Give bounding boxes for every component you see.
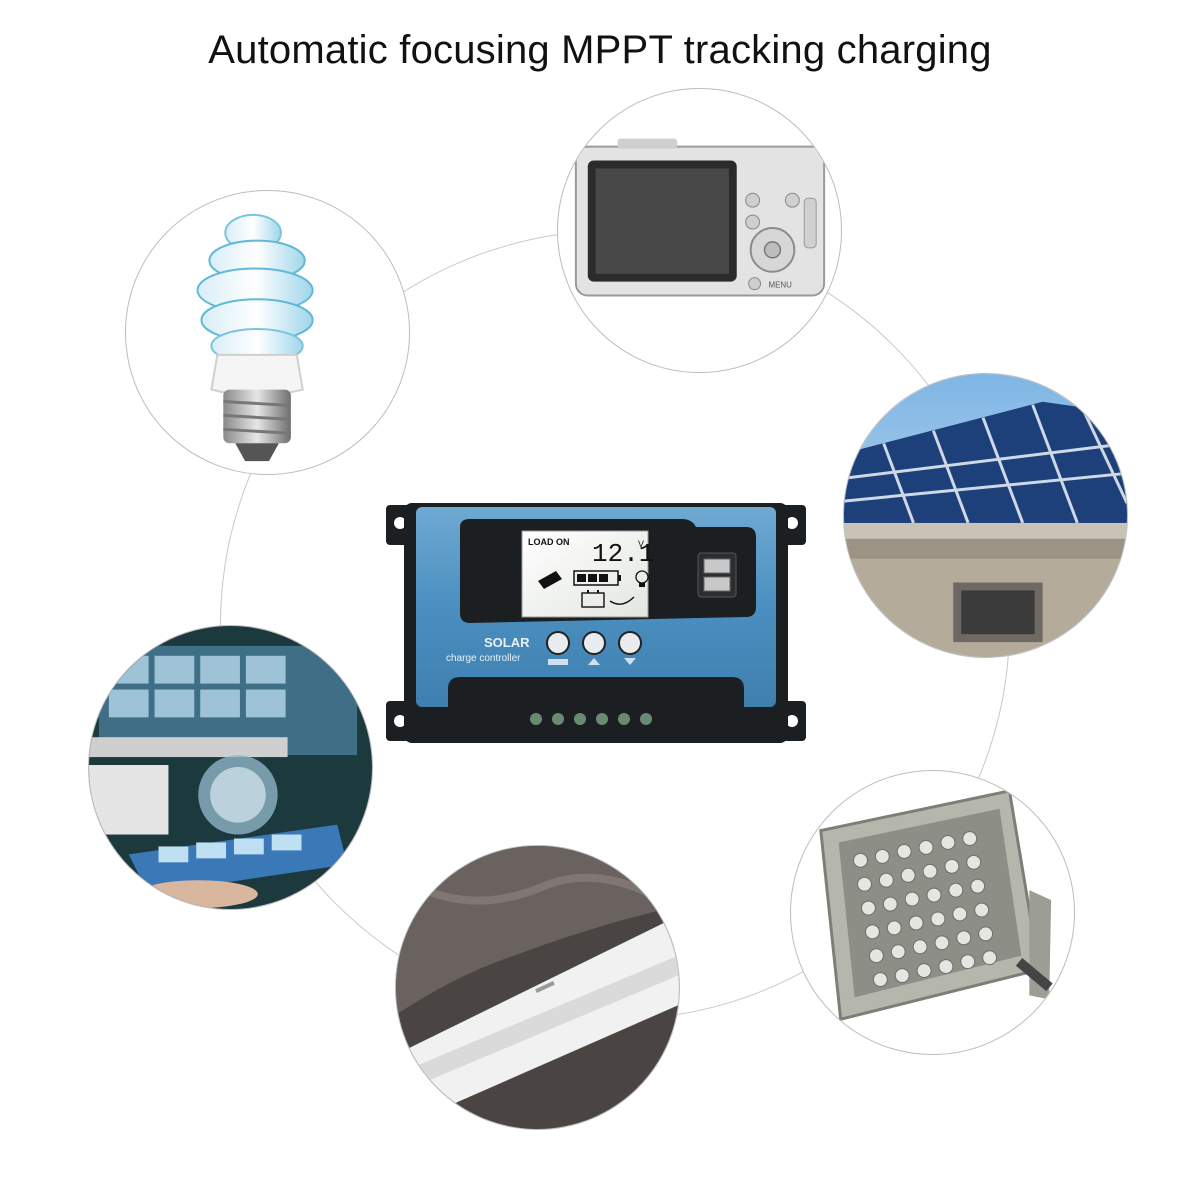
usb-ports[interactable]: [697, 552, 737, 598]
brand-charge-controller: charge controller: [446, 653, 521, 664]
lcd-load-arrow: [609, 596, 635, 605]
brand-solar: SOLAR: [484, 635, 530, 650]
up-button[interactable]: [582, 631, 606, 665]
lcd-battery-level-icon: [573, 570, 621, 586]
computer-screen-icon: [89, 626, 372, 909]
tablet-bubble: [395, 845, 680, 1130]
terminal-screws: [530, 713, 652, 725]
lcd-voltage-readout: 12.1: [592, 539, 654, 569]
solar-panel-icon: [844, 374, 1127, 657]
camera-menu-label: MENU: [769, 281, 793, 290]
mppt-charge-controller: LOAD ON 12.1 V SOLAR: [386, 497, 806, 749]
led-floodlight-icon: [819, 789, 1053, 1022]
bulb-bubble: [125, 190, 410, 475]
lcd-solar-panel-icon: [538, 571, 562, 589]
cfl-bulb-icon: [196, 213, 314, 462]
down-button[interactable]: [618, 631, 642, 665]
headline: Automatic focusing MPPT tracking chargin…: [208, 28, 992, 72]
lcd-bulb-icon: [635, 570, 649, 587]
floodlight-bubble: [790, 770, 1075, 1055]
lcd-status-text: LOAD ON: [528, 537, 570, 547]
digital-camera-icon: MENU: [574, 138, 826, 297]
menu-button[interactable]: [546, 631, 570, 665]
lcd-battery-icon: [581, 590, 605, 608]
tablet-screen-icon: [396, 846, 679, 1129]
camera-bubble: MENU: [557, 88, 842, 373]
solar-bubble: [843, 373, 1128, 658]
lcd-voltage-unit: V: [638, 539, 644, 549]
monitor-bubble: [88, 625, 373, 910]
